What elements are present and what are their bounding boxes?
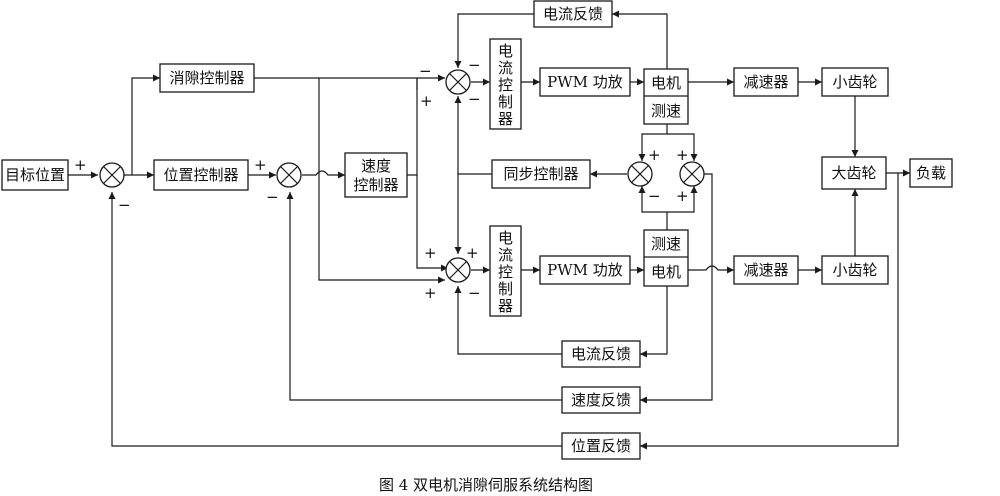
svg-text:小齿轮: 小齿轮 xyxy=(832,73,877,91)
junction-signs: + − + − − − − + + + − + + + − + xyxy=(74,56,689,302)
sign-minus: − xyxy=(468,56,481,74)
gear-block: 大齿轮 xyxy=(821,156,887,190)
svg-text:电机: 电机 xyxy=(651,74,681,92)
svg-text:流: 流 xyxy=(498,246,513,264)
svg-text:制: 制 xyxy=(498,280,513,298)
svg-text:电: 电 xyxy=(498,229,513,247)
svg-text:电流反馈: 电流反馈 xyxy=(543,5,603,23)
reducer-bottom-block: 减速器 xyxy=(733,255,799,285)
summing-junction-position xyxy=(99,162,125,188)
current-feedback-bottom-block: 电流反馈 xyxy=(561,340,641,368)
svg-text:控: 控 xyxy=(498,263,513,281)
figure-caption: 图 4 双电机消隙伺服系统结构图 xyxy=(379,476,593,494)
svg-text:减速器: 减速器 xyxy=(743,261,788,279)
summing-junction-sync-right xyxy=(679,161,705,187)
pwm-amplifier-bottom-block: PWM 功放 xyxy=(539,255,631,285)
reducer-top-block: 减速器 xyxy=(733,67,799,97)
sign-minus: − xyxy=(648,187,661,205)
svg-text:减速器: 减速器 xyxy=(743,73,788,91)
sign-minus: − xyxy=(468,90,481,108)
position-feedback-block: 位置反馈 xyxy=(561,432,641,460)
sign-plus: + xyxy=(676,146,689,164)
summing-junction-sync-left xyxy=(627,161,653,187)
svg-text:电流反馈: 电流反馈 xyxy=(571,345,631,363)
svg-text:电机: 电机 xyxy=(651,263,681,281)
svg-text:制: 制 xyxy=(498,93,513,111)
summing-junction-current-top xyxy=(445,69,471,95)
sign-plus: + xyxy=(74,156,87,174)
svg-text:电: 电 xyxy=(498,42,513,60)
sign-plus: + xyxy=(254,156,267,174)
sync-controller-block: 同步控制器 xyxy=(491,159,591,189)
target-position-block: 目标位置 xyxy=(1,159,69,191)
svg-text:PWM 功放: PWM 功放 xyxy=(547,261,623,279)
speed-controller-block: 速度 控制器 xyxy=(344,152,408,198)
svg-text:速度: 速度 xyxy=(361,157,391,175)
sign-minus: − xyxy=(118,196,131,214)
svg-text:小齿轮: 小齿轮 xyxy=(832,261,877,279)
svg-text:目标位置: 目标位置 xyxy=(5,166,65,184)
svg-text:测速: 测速 xyxy=(651,235,681,253)
sign-minus: − xyxy=(419,62,432,80)
motor-top-block: 电机 测速 xyxy=(643,68,689,125)
svg-text:速度反馈: 速度反馈 xyxy=(571,391,631,409)
svg-text:控: 控 xyxy=(498,76,513,94)
svg-text:测速: 测速 xyxy=(651,102,681,120)
sign-plus: + xyxy=(676,187,689,205)
summing-junction-current-bottom xyxy=(445,257,471,283)
sign-minus: − xyxy=(266,188,279,206)
pwm-amplifier-top-block: PWM 功放 xyxy=(539,67,631,97)
motor-bottom-block: 测速 电机 xyxy=(643,229,689,287)
current-feedback-top-block: 电流反馈 xyxy=(533,0,613,28)
position-controller-block: 位置控制器 xyxy=(153,159,249,191)
signal-lines xyxy=(68,10,910,450)
svg-text:负载: 负载 xyxy=(916,164,946,182)
summing-junction-speed xyxy=(276,162,302,188)
speed-feedback-block: 速度反馈 xyxy=(561,386,641,414)
sign-minus: − xyxy=(468,284,481,302)
svg-text:控制器: 控制器 xyxy=(353,176,398,194)
load-block: 负载 xyxy=(909,158,953,188)
sign-plus: + xyxy=(648,146,661,164)
svg-text:器: 器 xyxy=(498,110,513,128)
backlash-controller-block: 消隙控制器 xyxy=(159,63,255,93)
sign-plus: + xyxy=(424,244,437,262)
sign-plus: + xyxy=(420,92,433,110)
svg-text:同步控制器: 同步控制器 xyxy=(503,165,578,183)
pinion-bottom-block: 小齿轮 xyxy=(821,255,889,285)
svg-text:大齿轮: 大齿轮 xyxy=(831,164,876,182)
svg-text:器: 器 xyxy=(498,297,513,315)
pinion-top-block: 小齿轮 xyxy=(821,67,889,97)
current-controller-top-block: 电 流 控 制 器 xyxy=(489,38,522,130)
sign-plus: + xyxy=(466,244,479,262)
svg-text:位置控制器: 位置控制器 xyxy=(163,166,238,184)
svg-text:PWM 功放: PWM 功放 xyxy=(547,73,623,91)
svg-text:消隙控制器: 消隙控制器 xyxy=(169,69,244,87)
svg-text:位置反馈: 位置反馈 xyxy=(571,437,631,455)
svg-text:流: 流 xyxy=(498,59,513,77)
current-controller-bottom-block: 电 流 控 制 器 xyxy=(489,225,522,317)
sign-plus: + xyxy=(424,284,437,302)
